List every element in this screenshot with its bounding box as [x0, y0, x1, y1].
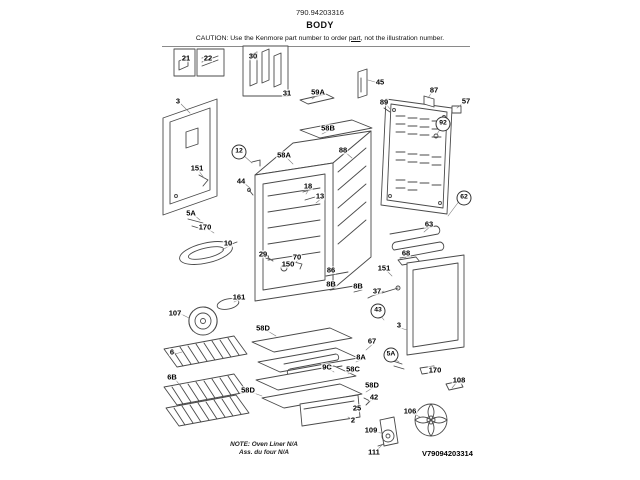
rear-brackets-art	[299, 68, 462, 139]
part-callout-22: 22	[202, 53, 214, 63]
part-callout-170: 170	[427, 365, 443, 375]
part-callout-57: 57	[460, 96, 472, 106]
part-callout-5A: 5A	[185, 208, 197, 218]
page-header: 790.94203316 BODY CAUTION: Use the Kenmo…	[0, 8, 640, 43]
part-callout-150: 150	[280, 259, 296, 269]
part-callout-8B: 8B	[325, 279, 337, 289]
part-callout-9C: 9C	[321, 362, 333, 372]
part-callout-58C: 58C	[345, 364, 361, 374]
caution-post: , not the illustration number.	[360, 34, 445, 42]
rear-panel-art	[380, 98, 453, 215]
part-callout-29: 29	[257, 249, 269, 259]
caution-underlined-word: part	[348, 34, 361, 42]
part-callout-58D: 58D	[364, 380, 380, 390]
rack-art	[163, 335, 250, 427]
part-callout-5A: 5A	[383, 347, 399, 363]
part-callout-6B: 6B	[166, 372, 178, 382]
part-callout-25: 25	[351, 403, 363, 413]
top-panel-art	[299, 119, 373, 139]
part-callout-8B: 8B	[352, 281, 364, 291]
part-callout-107: 107	[167, 308, 183, 318]
page-title: BODY	[306, 20, 334, 30]
doc-number: 790.94203316	[296, 8, 344, 17]
part-callout-8A: 8A	[355, 352, 367, 362]
part-callout-31: 31	[281, 88, 293, 98]
part-callout-58D: 58D	[255, 323, 271, 333]
part-callout-44: 44	[235, 176, 247, 186]
door-panel-art	[406, 254, 465, 356]
diagram-id: V79094203314	[422, 449, 473, 458]
part-callout-88: 88	[337, 145, 349, 155]
part-callout-45: 45	[374, 77, 386, 87]
part-callout-3: 3	[174, 96, 182, 106]
part-callout-37: 37	[371, 286, 383, 296]
part-callout-89: 89	[378, 97, 390, 107]
part-callout-161: 161	[231, 292, 247, 302]
part-callout-106: 106	[402, 406, 418, 416]
part-callout-10: 10	[222, 238, 234, 248]
note-line-2: Ass. du four N/A	[238, 449, 290, 456]
part-callout-86: 86	[325, 265, 337, 275]
bottom-panels-art	[251, 327, 371, 427]
note-line-1: NOTE: Oven Liner N/A	[230, 441, 298, 448]
part-callout-58D: 58D	[240, 385, 256, 395]
part-callout-109: 109	[363, 425, 379, 435]
part-callout-43: 43	[370, 303, 386, 319]
part-callout-13: 13	[314, 191, 326, 201]
part-callout-170: 170	[197, 222, 213, 232]
caution-pre: CAUTION: Use the Kenmore part number to …	[195, 34, 349, 42]
part-callout-87: 87	[428, 85, 440, 95]
part-callout-63: 63	[423, 219, 435, 229]
oven-liner-note: NOTE: Oven Liner N/A Ass. du four N/A	[222, 441, 306, 457]
part-callout-2: 2	[349, 415, 357, 425]
part-callout-111: 111	[367, 447, 381, 457]
part-callout-92: 92	[435, 116, 451, 132]
misc-small-parts-art	[247, 159, 363, 293]
part-callout-42: 42	[368, 392, 380, 402]
fan-art	[188, 306, 218, 336]
part-callout-67: 67	[366, 336, 378, 346]
part-callout-151: 151	[376, 263, 392, 273]
part-callout-151: 151	[189, 163, 205, 173]
part-callout-6: 6	[168, 347, 176, 357]
caution-text: CAUTION: Use the Kenmore part number to …	[0, 35, 640, 43]
part-callout-12: 12	[231, 144, 247, 160]
part-callout-70: 70	[291, 252, 303, 262]
part-callout-3: 3	[395, 320, 403, 330]
part-callout-68: 68	[400, 248, 412, 258]
part-callout-18: 18	[302, 181, 314, 191]
part-callout-21: 21	[180, 53, 192, 63]
part-callout-30: 30	[247, 51, 259, 61]
part-callout-108: 108	[451, 375, 467, 385]
part-callout-62: 62	[456, 190, 472, 206]
part-callout-58B: 58B	[320, 123, 336, 133]
part-callout-58A: 58A	[276, 150, 292, 160]
header-divider	[162, 46, 470, 47]
part-callout-59A: 59A	[310, 87, 326, 97]
